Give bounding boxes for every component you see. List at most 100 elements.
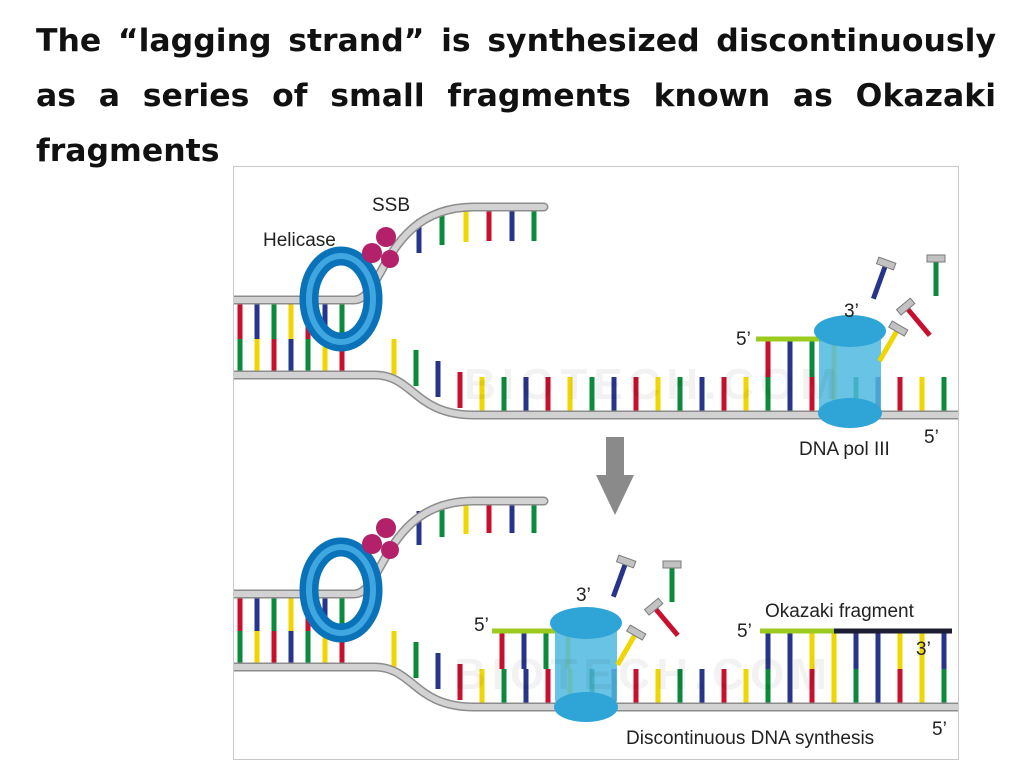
base: [463, 500, 469, 534]
base: [897, 377, 903, 413]
base: [721, 377, 727, 413]
base: [919, 669, 925, 705]
free-nucleotide: [895, 297, 932, 337]
base: [633, 669, 639, 705]
base: [655, 669, 661, 705]
bottom-ssb-proteins: [362, 518, 399, 559]
base: [787, 339, 793, 377]
base: [545, 669, 551, 705]
base: [457, 372, 463, 408]
base: [543, 631, 549, 669]
base: [439, 503, 445, 537]
base: [897, 669, 903, 705]
base: [288, 339, 294, 372]
base: [271, 339, 277, 372]
base: [339, 339, 345, 372]
base: [765, 669, 771, 705]
helicase-label: Helicase: [263, 230, 336, 251]
base: [677, 669, 683, 705]
base: [413, 350, 419, 386]
base: [809, 669, 815, 705]
base: [305, 339, 311, 372]
top-dna-pol-iii: [814, 315, 886, 428]
base: [254, 303, 260, 339]
base: [897, 631, 903, 669]
base: [435, 361, 441, 397]
top-free-nucleotides: [870, 254, 946, 363]
free-nucleotide: [870, 256, 897, 300]
free-nucleotide: [926, 254, 946, 296]
base: [523, 669, 529, 705]
base: [237, 339, 243, 372]
base: [288, 595, 294, 631]
base: [288, 303, 294, 339]
watermark-top: BIOTECH.COM: [464, 360, 843, 409]
base: [271, 303, 277, 339]
base: [322, 303, 328, 339]
base: [809, 377, 815, 413]
free-nucleotide: [643, 597, 680, 637]
base: [941, 631, 947, 669]
base: [743, 377, 749, 413]
base: [457, 664, 463, 700]
base: [254, 631, 260, 664]
discontinuous-synthesis-caption: Discontinuous DNA synthesis: [626, 728, 874, 749]
base: [339, 303, 345, 339]
base: [743, 669, 749, 705]
base: [853, 669, 859, 705]
replication-diagram-svg: Helicase SSB 5’ 3’ 5’ DNA pol III: [234, 195, 958, 749]
base: [486, 207, 492, 241]
base: [809, 339, 815, 377]
ssb-label: SSB: [372, 195, 410, 216]
base: [875, 631, 881, 669]
base: [531, 207, 537, 241]
base: [479, 377, 485, 413]
replication-diagram: Helicase SSB 5’ 3’ 5’ DNA pol III: [233, 166, 959, 760]
base: [339, 595, 345, 631]
bottom-three-prime-label: 3’: [576, 585, 591, 606]
okazaki-three-prime-label: 3’: [916, 639, 931, 660]
base: [501, 669, 507, 705]
okazaki-fragment-label: Okazaki fragment: [765, 601, 915, 622]
bottom-free-nucleotides: [610, 554, 682, 667]
base: [875, 669, 881, 705]
panel-bottom: 5’ 3’ 5’ Okazaki fragment 3’ 5’ Disconti…: [234, 496, 958, 749]
bottom-five-prime-label-primer: 5’: [474, 615, 489, 636]
base: [463, 208, 469, 242]
free-nucleotide: [877, 320, 909, 363]
base: [941, 669, 947, 705]
base: [787, 669, 793, 705]
okazaki-five-prime-label: 5’: [737, 621, 752, 642]
watermark-bottom: BIOTECH.COM: [454, 650, 833, 699]
base: [271, 595, 277, 631]
base: [271, 631, 277, 664]
base: [567, 377, 573, 413]
base: [509, 207, 515, 241]
base: [699, 669, 705, 705]
base: [322, 339, 328, 372]
base: [413, 642, 419, 678]
bottom-dna-pol-iii: [550, 607, 622, 722]
base: [237, 595, 243, 631]
bottom-backbones: [234, 496, 958, 712]
top-five-prime-label-primer: 5’: [736, 329, 751, 350]
base: [721, 669, 727, 705]
base: [322, 595, 328, 631]
free-nucleotide: [615, 624, 647, 667]
base: [391, 339, 397, 375]
top-three-prime-label: 3’: [844, 301, 859, 322]
base: [439, 211, 445, 245]
top-five-prime-label-template: 5’: [924, 427, 939, 448]
base: [655, 377, 661, 413]
base: [633, 377, 639, 413]
base: [765, 631, 771, 669]
base: [545, 377, 551, 413]
base: [501, 377, 507, 413]
base: [521, 631, 527, 669]
free-nucleotide: [610, 554, 637, 598]
base: [339, 631, 345, 664]
base: [787, 631, 793, 669]
base: [479, 669, 485, 705]
top-ssb-proteins: [362, 227, 399, 268]
bottom-five-prime-label-template: 5’: [932, 719, 947, 740]
